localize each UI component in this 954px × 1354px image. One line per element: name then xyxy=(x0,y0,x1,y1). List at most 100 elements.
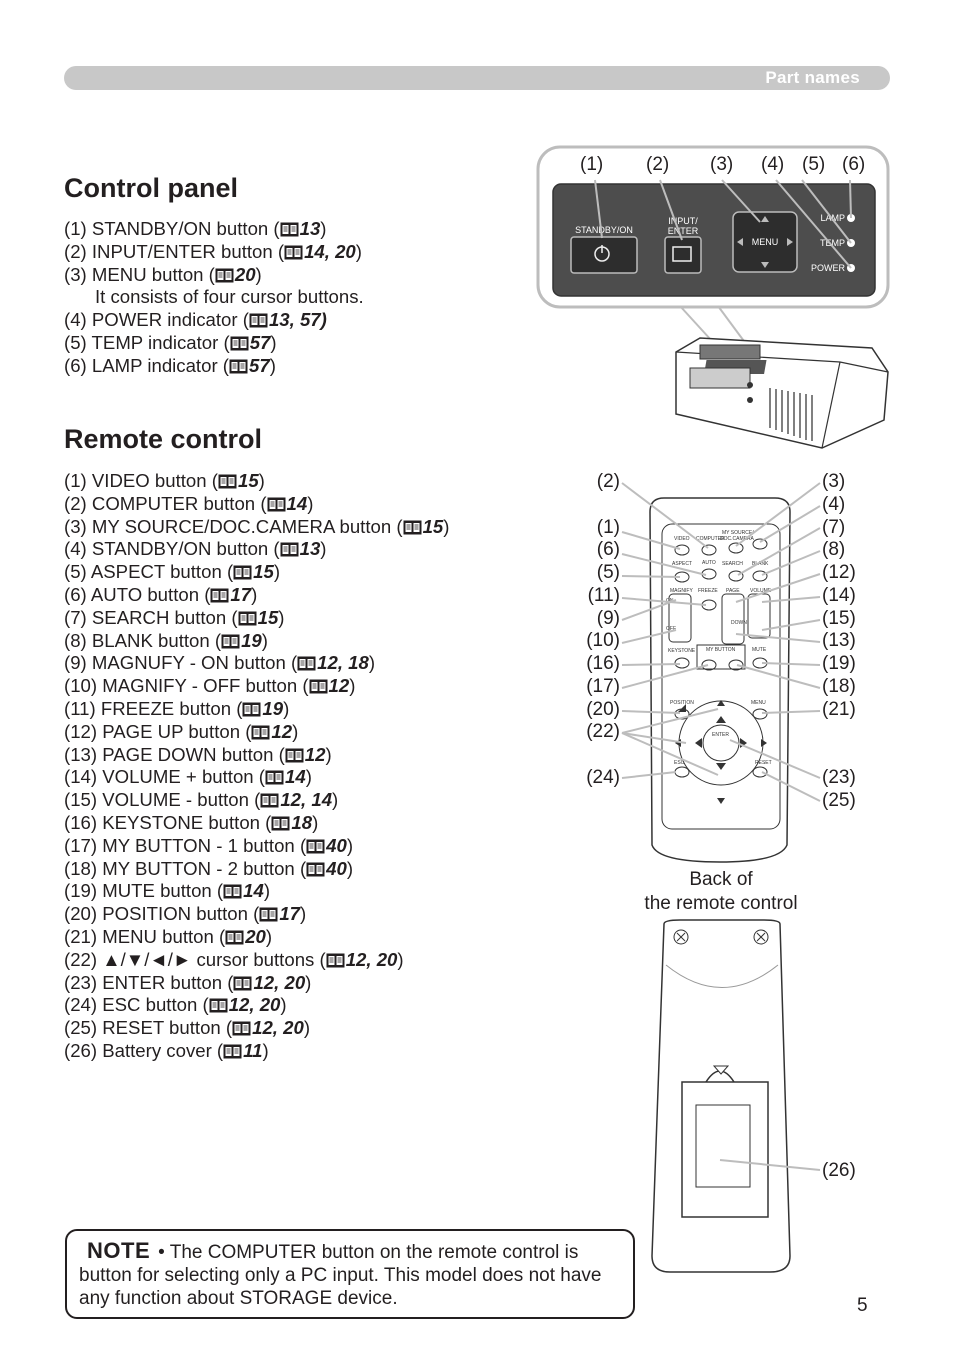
page-reference: 20 xyxy=(234,263,256,285)
callout-label: (1) xyxy=(580,154,604,175)
book-reference-icon xyxy=(223,1040,243,1061)
item-close: ) xyxy=(355,240,362,262)
list-item: (11) FREEZE button (19) xyxy=(64,698,449,721)
item-close: ) xyxy=(303,1017,311,1039)
item-close: ) xyxy=(349,675,356,697)
book-reference-icon xyxy=(260,789,280,810)
svg-text:KEYSTONE: KEYSTONE xyxy=(668,648,696,654)
item-label: (9) MAGNUFY - ON button ( xyxy=(64,652,298,674)
remote-back-image xyxy=(651,919,821,1273)
callout-label: (25) xyxy=(822,790,856,811)
callout-label: (7) xyxy=(822,517,846,538)
svg-text:VOLUME: VOLUME xyxy=(750,588,772,594)
item-close: ) xyxy=(305,971,312,993)
list-item: (1) VIDEO button (15) xyxy=(64,470,449,493)
control-panel-title: Control panel xyxy=(64,173,238,203)
list-item: (24) ESC button (12, 20) xyxy=(64,994,449,1017)
svg-text:DOC.CAMERA: DOC.CAMERA xyxy=(720,536,755,542)
svg-text:MY SOURCE/: MY SOURCE/ xyxy=(722,530,754,536)
item-close: ) xyxy=(265,925,273,947)
back-caption-line-1: Back of xyxy=(689,869,753,890)
list-item: (12) PAGE UP button (12) xyxy=(64,721,449,744)
book-reference-icon xyxy=(221,630,241,651)
book-reference-icon xyxy=(259,903,279,924)
svg-text:DOWN: DOWN xyxy=(731,620,747,626)
book-reference-icon xyxy=(225,926,245,947)
svg-text:ENTER: ENTER xyxy=(712,732,729,738)
callout-label: (2) xyxy=(646,154,670,175)
page-reference: 12 xyxy=(304,743,326,765)
book-reference-icon xyxy=(232,1017,252,1038)
item-close: ) xyxy=(325,743,332,765)
list-item: (17) MY BUTTON - 1 button (40) xyxy=(64,835,449,858)
item-close: ) xyxy=(283,697,290,719)
book-reference-icon xyxy=(284,241,304,262)
svg-text:MAGNIFY: MAGNIFY xyxy=(670,588,693,594)
page-reference: 12, 20 xyxy=(253,971,306,993)
book-reference-icon xyxy=(280,538,300,559)
projector-image xyxy=(675,337,889,449)
item-label: (17) MY BUTTON - 1 button ( xyxy=(64,834,307,856)
callout-label: (8) xyxy=(822,539,846,560)
item-close: ) xyxy=(251,583,258,605)
list-item: (23) ENTER button (12, 20) xyxy=(64,972,449,995)
list-item: (6) LAMP indicator (57) xyxy=(64,355,364,378)
item-label: (1) STANDBY/ON button ( xyxy=(64,218,280,239)
page-reference: 11 xyxy=(243,1039,263,1061)
page-reference: 57 xyxy=(249,331,271,353)
item-label: (4) STANDBY/ON button ( xyxy=(64,538,280,560)
page-reference: 13, 57) xyxy=(268,309,327,331)
item-label: (2) COMPUTER button ( xyxy=(64,492,267,514)
item-label: (6) LAMP indicator ( xyxy=(64,354,229,376)
item-close: ) xyxy=(320,538,327,560)
callout-label: (15) xyxy=(822,608,856,629)
page-reference: 12, 20 xyxy=(345,948,398,970)
panel-label-menu: MENU xyxy=(752,237,779,247)
callout-label: (6) xyxy=(842,154,866,175)
back-of-remote-caption: Back of the remote control xyxy=(626,868,816,916)
item-close: ) xyxy=(280,994,287,1016)
list-item: (22) ▲/▼/◄/► cursor buttons (12, 20) xyxy=(64,949,449,972)
svg-text:OFF: OFF xyxy=(666,626,676,632)
book-reference-icon xyxy=(230,332,250,353)
callout-label: (14) xyxy=(822,585,856,606)
page-reference: 20 xyxy=(245,925,266,947)
item-close: ) xyxy=(312,811,319,833)
item-label: (3) MENU button ( xyxy=(64,263,215,285)
page-reference: 12 xyxy=(271,720,293,742)
book-reference-icon xyxy=(297,652,317,673)
book-reference-icon xyxy=(229,355,249,376)
item-label: (16) KEYSTONE button ( xyxy=(64,811,272,833)
list-item: (3) MENU button (20) xyxy=(64,264,364,287)
item-close: ) xyxy=(273,561,281,583)
svg-text:ASPECT: ASPECT xyxy=(672,561,692,567)
item-label: (15) VOLUME - button ( xyxy=(64,789,261,811)
book-reference-icon xyxy=(233,561,253,582)
page-reference: 12, 18 xyxy=(317,652,369,674)
panel-label-standby: STANDBY/ON xyxy=(575,225,633,235)
back-caption-line-2: the remote control xyxy=(644,893,798,914)
item-close: ) xyxy=(307,492,314,514)
section-header-bar: Part names xyxy=(64,66,890,90)
list-item: (21) MENU button (20) xyxy=(64,926,449,949)
book-reference-icon xyxy=(210,584,230,605)
callout-label: (3) xyxy=(822,471,846,492)
book-reference-icon xyxy=(233,972,253,993)
item-label: (5) ASPECT button ( xyxy=(64,561,234,583)
callout-label: (22) xyxy=(586,721,620,742)
callout-label: (11) xyxy=(587,585,620,606)
page-number: 5 xyxy=(857,1295,868,1316)
item-label: (25) RESET button ( xyxy=(64,1017,233,1039)
book-reference-icon xyxy=(326,949,346,970)
item-label: (13) PAGE DOWN button ( xyxy=(64,743,285,765)
item-close: ) xyxy=(397,948,404,970)
page-reference: 13 xyxy=(299,538,321,560)
list-item: (3) MY SOURCE/DOC.CAMERA button (15) xyxy=(64,516,449,539)
item-label: (3) MY SOURCE/DOC.CAMERA button ( xyxy=(64,515,403,537)
page-reference: 17 xyxy=(279,903,300,925)
input-enter-button-image xyxy=(664,236,702,274)
callout-label: (20) xyxy=(586,699,620,720)
svg-text:MUTE: MUTE xyxy=(752,647,767,653)
book-reference-icon xyxy=(280,218,300,239)
